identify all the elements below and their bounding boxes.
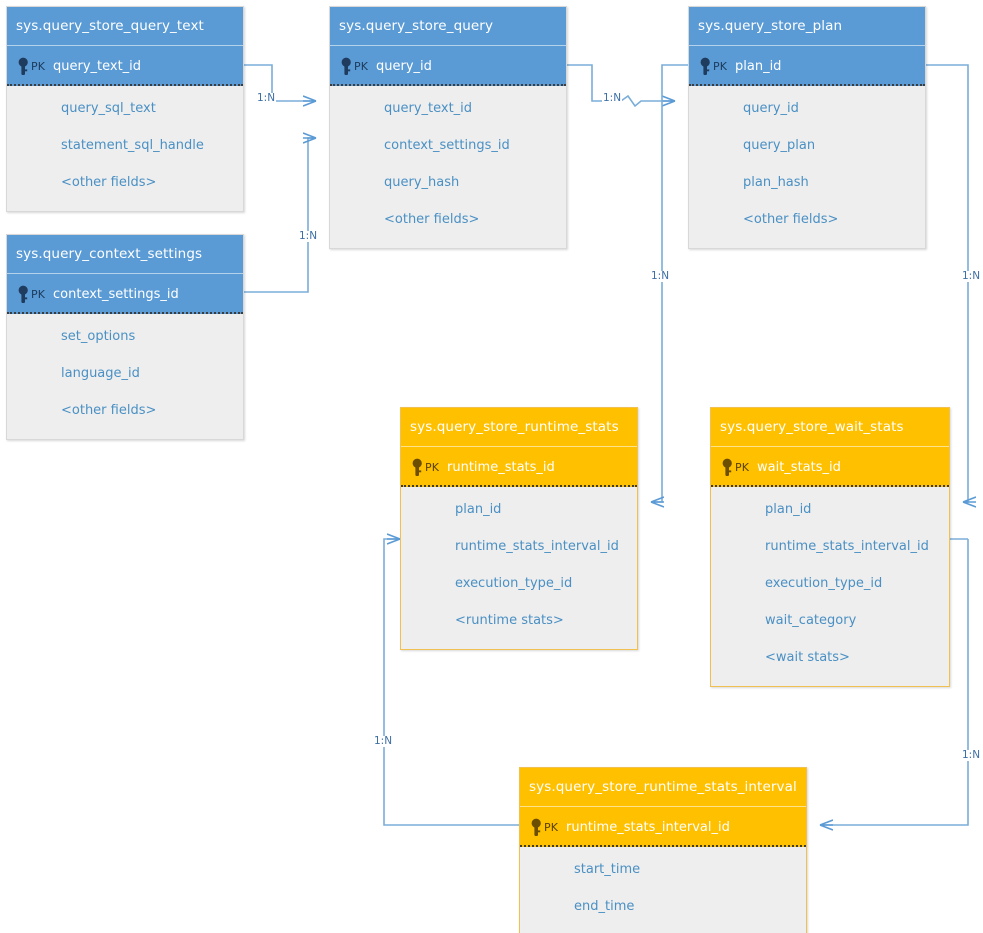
pk-label: PK (735, 460, 750, 474)
entity-fields: query_id query_plan plan_hash <other fields… (689, 86, 925, 248)
entity-field: end_time (574, 899, 635, 914)
entity-title: sys.query_store_query_text (7, 7, 243, 45)
key-icon (18, 57, 28, 75)
pk-label: PK (31, 59, 46, 73)
entity-pk-row[interactable]: PK runtime_stats_interval_id (520, 806, 806, 847)
entity-field: wait_category (765, 613, 857, 628)
entity-field: query_sql_text (61, 101, 156, 116)
entity-fields: plan_id runtime_stats_interval_id executio… (711, 487, 949, 686)
cardinality-label: 1:N (256, 92, 277, 104)
entity-field: query_hash (384, 175, 460, 190)
entity-field: start_time (574, 862, 641, 877)
entity-title: sys.query_context_settings (7, 235, 243, 273)
entity-field: <other fields> (384, 212, 480, 227)
pk-field-name: runtime_stats_id (447, 459, 555, 475)
cardinality-label: 1:N (373, 735, 394, 747)
pk-label: PK (713, 59, 728, 73)
pk-field-name: query_id (376, 58, 432, 74)
entity-field: query_plan (743, 138, 816, 153)
cardinality-label: 1:N (298, 230, 319, 242)
entity-field: query_text_id (384, 101, 473, 116)
pk-label: PK (544, 820, 559, 834)
entity-fields: query_sql_text statement_sql_handle <other… (7, 86, 243, 211)
entity-field: language_id (61, 366, 140, 381)
entity-pk-row[interactable]: PK plan_id (689, 45, 925, 86)
pk-label: PK (425, 460, 440, 474)
pk-field-name: context_settings_id (53, 286, 179, 302)
entity-pk-row[interactable]: PK query_id (330, 45, 566, 86)
entity-field: set_options (61, 329, 136, 344)
pk-label: PK (354, 59, 369, 73)
entity-field: statement_sql_handle (61, 138, 204, 153)
entity-field: plan_hash (743, 175, 809, 190)
pk-key-icon-cell: PK (711, 458, 757, 477)
pk-field-name: runtime_stats_interval_id (566, 819, 730, 835)
entity-fields: set_options language_id <other fields> (7, 314, 243, 439)
entity-pk-row[interactable]: PK context_settings_id (7, 273, 243, 314)
cardinality-label: 1:N (961, 749, 982, 761)
entity-title: sys.query_store_wait_stats (711, 408, 949, 446)
entity-field: plan_id (765, 502, 812, 517)
entity-field: plan_id (455, 502, 502, 517)
pk-key-icon-cell: PK (330, 57, 376, 76)
key-icon (531, 818, 541, 836)
key-icon (18, 285, 28, 303)
connector-query-text-to-query (244, 64, 316, 101)
entity-field: <runtime stats> (455, 613, 564, 628)
pk-key-icon-cell: PK (689, 57, 735, 76)
cardinality-label: 1:N (602, 92, 623, 104)
pk-key-icon-cell: PK (7, 57, 53, 76)
entity-field: <other fields> (61, 403, 157, 418)
entity-field: runtime_stats_interval_id (765, 539, 929, 554)
pk-field-name: wait_stats_id (757, 459, 841, 475)
pk-field-name: plan_id (735, 58, 782, 74)
pk-key-icon-cell: PK (401, 458, 447, 477)
entity-field: execution_type_id (455, 576, 573, 591)
pk-field-name: query_text_id (53, 58, 142, 74)
entity-field: <wait stats> (765, 650, 850, 665)
key-icon (341, 57, 351, 75)
pk-key-icon-cell: PK (7, 285, 53, 304)
entity-field: context_settings_id (384, 138, 510, 153)
entity-field: execution_type_id (765, 576, 883, 591)
key-icon (412, 458, 422, 476)
entity-pk-row[interactable]: PK wait_stats_id (711, 446, 949, 487)
entity-title: sys.query_store_query (330, 7, 566, 45)
entity-field: <other fields> (743, 212, 839, 227)
connector-context-settings-to-query (244, 138, 316, 293)
entity-field: <other fields> (61, 175, 157, 190)
entity-title: sys.query_store_runtime_stats (401, 408, 637, 446)
key-icon (722, 458, 732, 476)
entity-field: query_id (743, 101, 799, 116)
entity-field: runtime_stats_interval_id (455, 539, 619, 554)
entity-fields: query_text_id context_settings_id query_ha… (330, 86, 566, 248)
pk-key-icon-cell: PK (520, 818, 566, 837)
cardinality-label: 1:N (961, 270, 982, 282)
entity-pk-row[interactable]: PK query_text_id (7, 45, 243, 86)
entity-title: sys.query_store_runtime_stats_interval (520, 768, 806, 806)
key-icon (700, 57, 710, 75)
entity-title: sys.query_store_plan (689, 7, 925, 45)
cardinality-label: 1:N (650, 270, 671, 282)
entity-pk-row[interactable]: PK runtime_stats_id (401, 446, 637, 487)
connector-plan-to-runtime-stats (651, 64, 688, 502)
entity-fields: plan_id runtime_stats_interval_id executio… (401, 487, 637, 649)
entity-fields: start_time end_time (520, 847, 806, 933)
pk-label: PK (31, 287, 46, 301)
